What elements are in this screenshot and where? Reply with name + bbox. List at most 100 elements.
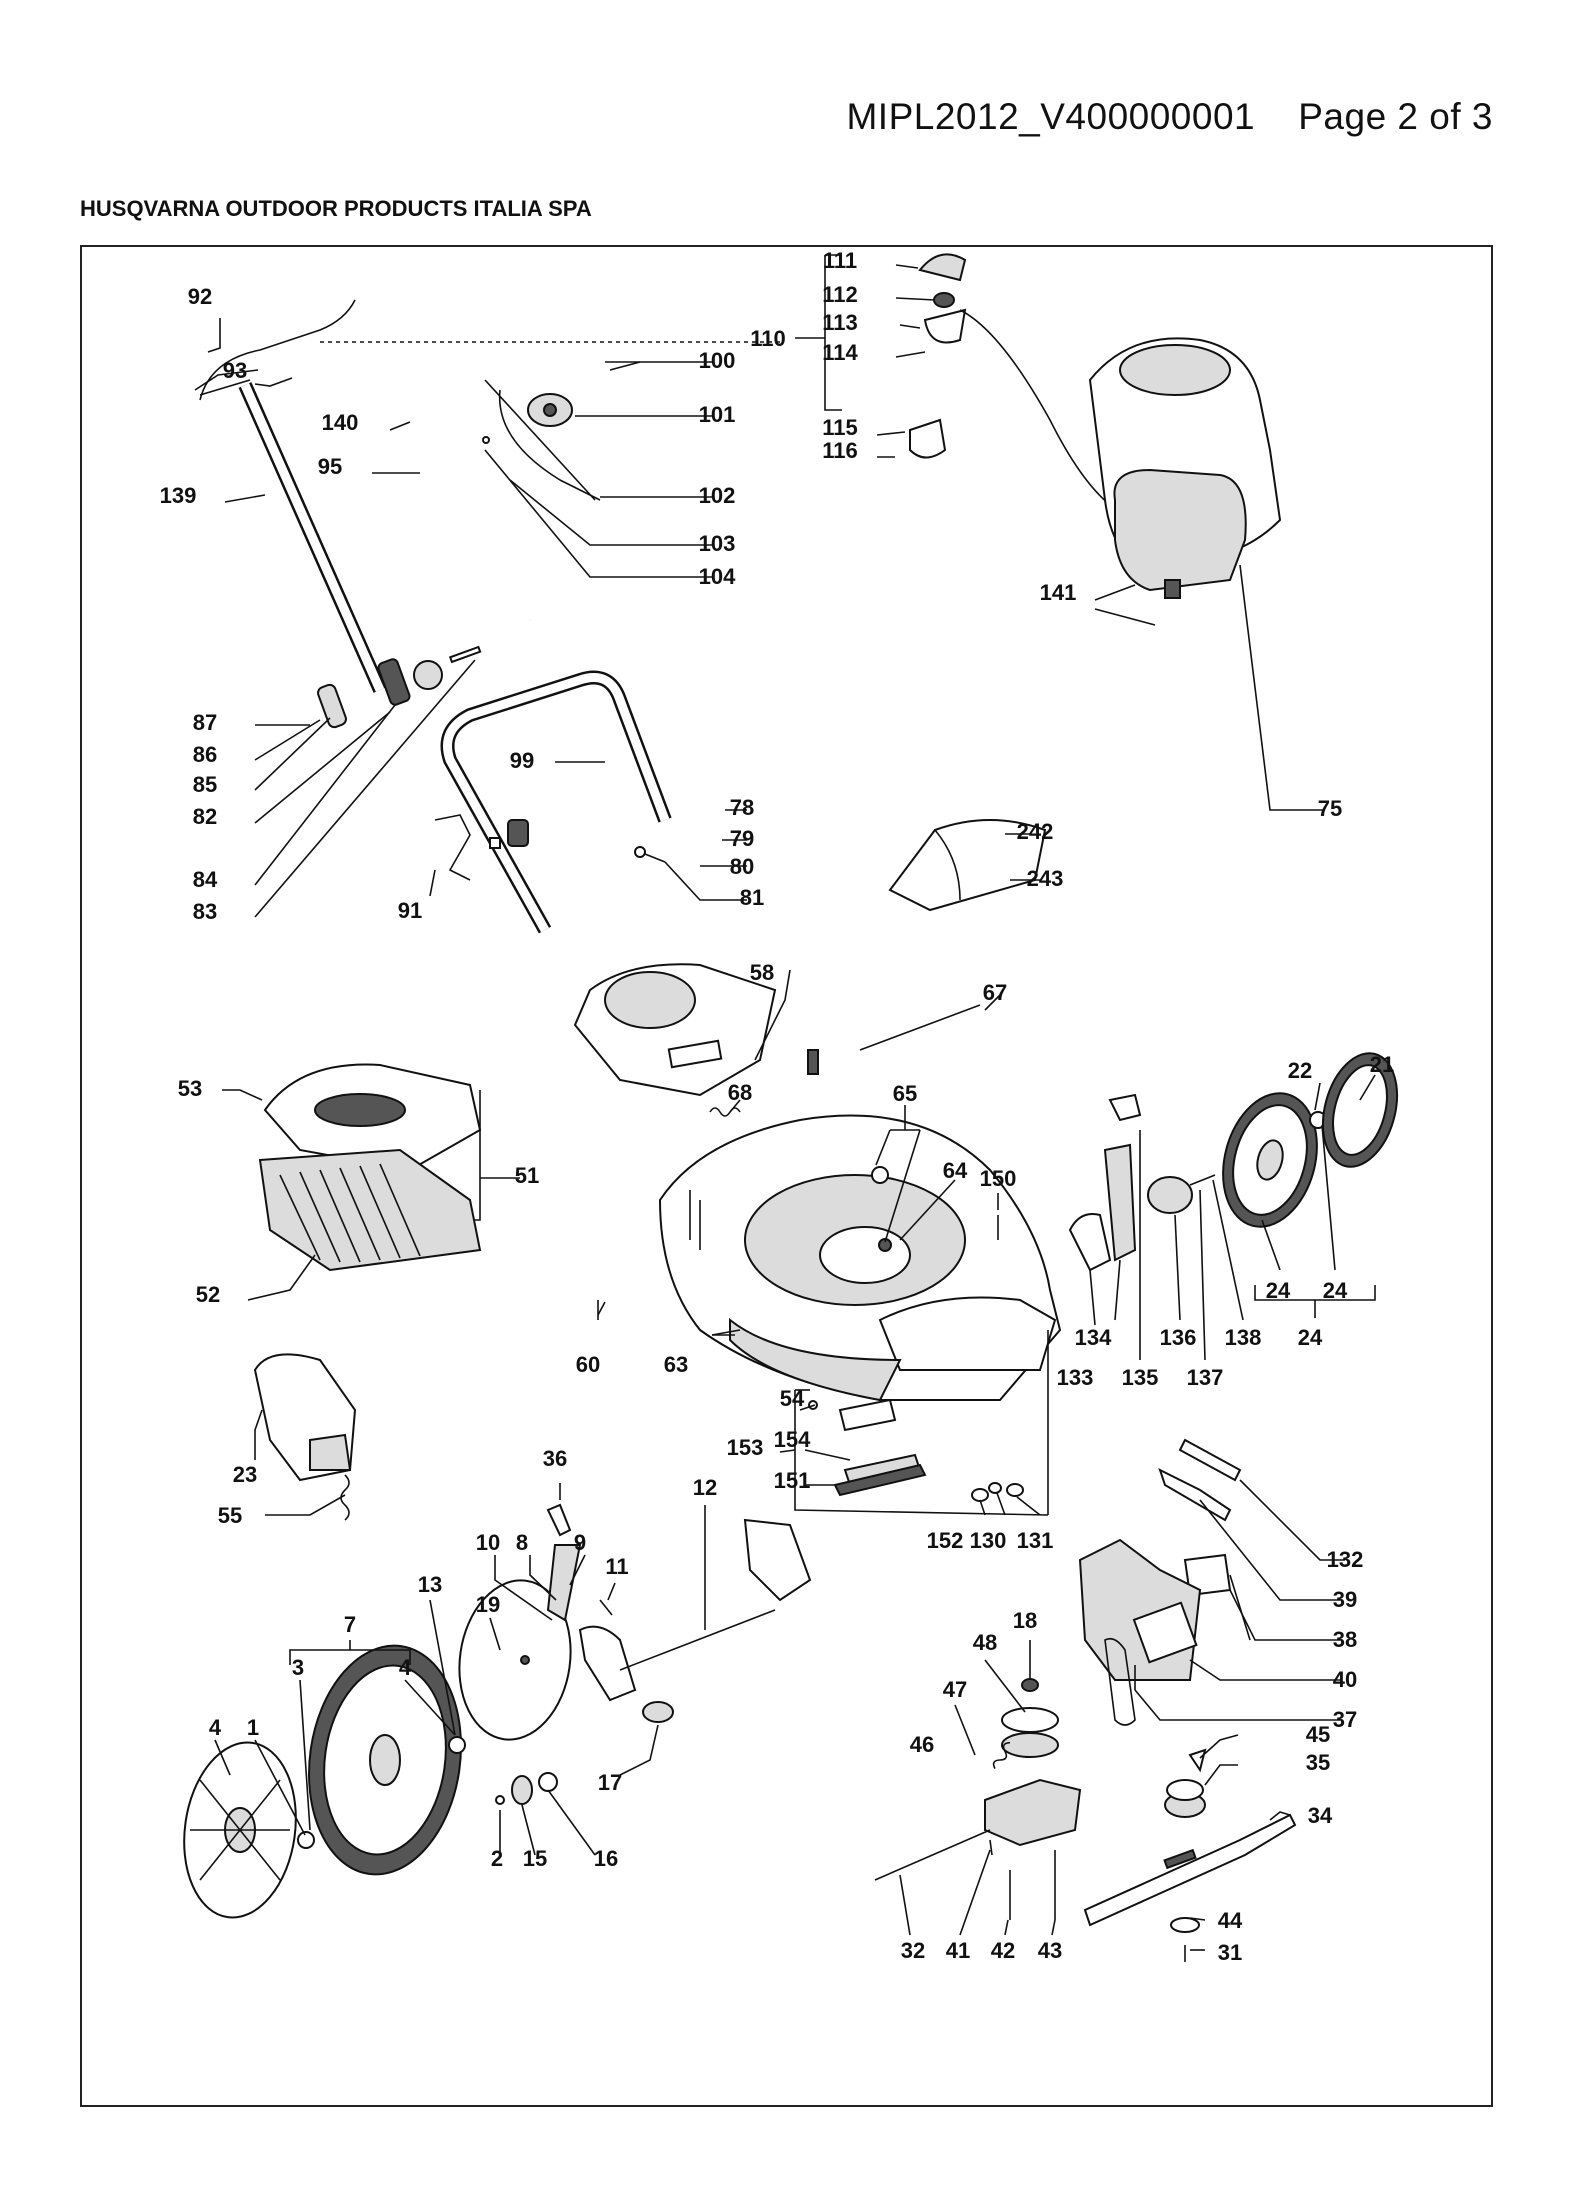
callout-131: 131 <box>1017 1528 1054 1553</box>
callout-102: 102 <box>699 483 736 508</box>
callout-45: 45 <box>1306 1722 1330 1747</box>
callout-113: 113 <box>822 310 858 335</box>
rear-deflector <box>888 819 1047 912</box>
height-adjuster <box>1068 1093 1216 1272</box>
callout-99: 99 <box>510 748 534 773</box>
callout-labels: 9293140951391101111121131141151161001011… <box>160 248 1395 1965</box>
diagram-frame <box>80 245 1493 2107</box>
callout-2: 2 <box>491 1846 503 1871</box>
callout-111: 111 <box>823 248 857 273</box>
callout-133: 133 <box>1057 1365 1094 1390</box>
callout-243: 243 <box>1027 866 1064 891</box>
callout-139: 139 <box>160 483 197 508</box>
callout-42: 42 <box>991 1938 1015 1963</box>
callout-34: 34 <box>1308 1803 1333 1828</box>
callout-92: 92 <box>188 284 212 309</box>
bracket-91 <box>434 814 471 881</box>
blade-bolt <box>1170 1917 1200 1962</box>
callout-136: 136 <box>1160 1325 1197 1350</box>
callout-35: 35 <box>1306 1750 1330 1775</box>
leader-lines <box>207 254 1376 1951</box>
callout-151: 151 <box>774 1468 811 1493</box>
callout-63: 63 <box>664 1352 688 1377</box>
grass-bag-frame <box>263 1063 482 1221</box>
callout-40: 40 <box>1333 1667 1357 1692</box>
callout-114: 114 <box>822 340 858 365</box>
callout-153: 153 <box>727 1435 764 1460</box>
callout-103: 103 <box>699 531 736 556</box>
lower-handle <box>440 670 672 934</box>
callout-13: 13 <box>418 1572 442 1597</box>
callout-23: 23 <box>233 1462 257 1487</box>
pulley-group <box>992 1678 1059 1770</box>
callout-64: 64 <box>943 1158 968 1183</box>
callout-1: 1 <box>247 1715 259 1740</box>
document-code: MIPL2012_V400000001 <box>846 96 1256 137</box>
callout-130: 130 <box>970 1528 1007 1553</box>
callout-115: 115 <box>822 415 858 440</box>
callout-24: 24 <box>1298 1325 1323 1350</box>
upper-handle <box>190 339 780 693</box>
callout-11: 11 <box>605 1554 628 1579</box>
callout-83: 83 <box>193 899 217 924</box>
callout-75: 75 <box>1318 796 1342 821</box>
gearbox <box>874 1778 1082 1920</box>
grass-bag <box>258 1148 482 1272</box>
callout-4: 4 <box>399 1655 412 1680</box>
engine-cover <box>573 963 777 1097</box>
callout-10: 10 <box>476 1530 500 1555</box>
callout-138: 138 <box>1225 1325 1262 1350</box>
callout-4: 4 <box>209 1715 222 1740</box>
callout-132: 132 <box>1327 1547 1364 1572</box>
front-axle-bracket <box>578 1518 812 1723</box>
callout-44: 44 <box>1218 1908 1243 1933</box>
callout-141: 141 <box>1040 580 1077 605</box>
callout-41: 41 <box>946 1938 970 1963</box>
callout-91: 91 <box>398 898 422 923</box>
callout-65: 65 <box>893 1081 917 1106</box>
callout-134: 134 <box>1075 1325 1112 1350</box>
callout-87: 87 <box>193 710 217 735</box>
page-indicator: Page 2 of 3 <box>1298 96 1493 137</box>
callout-38: 38 <box>1333 1627 1357 1652</box>
drive-gear-disc <box>458 1579 572 1741</box>
callout-60: 60 <box>576 1352 600 1377</box>
bolt-81 <box>634 846 666 863</box>
hubcap <box>183 1741 297 1919</box>
callout-84: 84 <box>193 867 218 892</box>
callout-67: 67 <box>983 980 1007 1005</box>
callout-58: 58 <box>750 960 774 985</box>
callout-22: 22 <box>1288 1058 1312 1083</box>
callout-39: 39 <box>1333 1587 1357 1612</box>
callout-16: 16 <box>594 1846 618 1871</box>
callout-48: 48 <box>973 1630 997 1655</box>
callout-78: 78 <box>730 795 754 820</box>
callout-79: 79 <box>730 826 754 851</box>
blade-kit <box>808 1398 927 1497</box>
callout-150: 150 <box>980 1166 1017 1191</box>
callout-7: 7 <box>344 1612 356 1637</box>
callout-43: 43 <box>1038 1938 1062 1963</box>
spring-68 <box>709 1107 741 1117</box>
callout-152: 152 <box>927 1528 964 1553</box>
engine <box>1088 337 1282 599</box>
rear-wheel <box>1222 1052 1398 1228</box>
callout-19: 19 <box>476 1592 500 1617</box>
callout-135: 135 <box>1122 1365 1159 1390</box>
callout-21: 21 <box>1370 1052 1394 1077</box>
callout-9: 9 <box>574 1530 586 1555</box>
callout-47: 47 <box>943 1677 967 1702</box>
callout-3: 3 <box>292 1655 304 1680</box>
callout-12: 12 <box>693 1475 717 1500</box>
callout-51: 51 <box>515 1163 539 1188</box>
callout-17: 17 <box>598 1770 622 1795</box>
front-wheel <box>297 1644 466 1876</box>
callout-53: 53 <box>178 1076 202 1101</box>
callout-110: 110 <box>750 326 786 351</box>
pinion-group <box>495 1772 558 1805</box>
company-name: HUSQVARNA OUTDOOR PRODUCTS ITALIA SPA <box>80 196 592 221</box>
callout-55: 55 <box>218 1503 242 1528</box>
callout-32: 32 <box>901 1938 925 1963</box>
callout-101: 101 <box>699 402 736 427</box>
